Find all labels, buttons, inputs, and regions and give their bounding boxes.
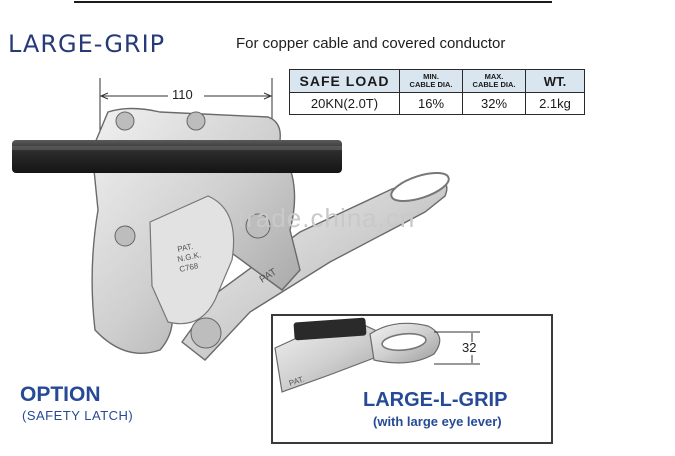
header-weight: WT. — [525, 69, 585, 93]
cell-weight: 2.1kg — [525, 92, 585, 115]
bolt-mid-right — [245, 213, 271, 239]
header-max-line2: CABLE DIA. — [472, 80, 516, 89]
clamp-marking-pat: PAT. — [177, 242, 194, 254]
bolt-top-left — [115, 111, 135, 131]
header-min-cable-dia: MIN. CABLE DIA. — [399, 69, 463, 93]
dimension-110-label: 110 — [172, 87, 193, 102]
bolt-top-right — [186, 111, 206, 131]
inset-title: LARGE-L-GRIP — [363, 389, 508, 411]
cell-min-dia: 16% — [399, 92, 463, 115]
clamp-marking-code: C768 — [179, 261, 200, 274]
watermark: trade.china.cn — [238, 203, 416, 233]
header-min-line1: MIN. — [423, 72, 439, 81]
header-safe-load: SAFE LOAD — [289, 69, 400, 93]
header-min-line2: CABLE DIA. — [409, 80, 453, 89]
top-rule — [74, 1, 552, 3]
spec-table-row: 20KN(2.0T) 16% 32% 2.1kg — [289, 92, 585, 115]
option-subtitle: (SAFETY LATCH) — [22, 408, 134, 423]
option-title: OPTION — [20, 383, 101, 406]
cell-max-dia: 32% — [462, 92, 526, 115]
header-max-cable-dia: MAX. CABLE DIA. — [462, 69, 526, 93]
inset-subtitle: (with large eye lever) — [373, 414, 502, 429]
spec-table-header-row: SAFE LOAD MIN. CABLE DIA. MAX. CABLE DIA… — [289, 69, 585, 93]
clamp-plate — [149, 195, 235, 325]
spec-table: SAFE LOAD MIN. CABLE DIA. MAX. CABLE DIA… — [289, 69, 585, 115]
header-max-line1: MAX. — [484, 72, 504, 81]
page-subtitle: For copper cable and covered conductor — [236, 35, 506, 52]
bolt-mid-left — [114, 225, 136, 247]
cell-safe-load: 20KN(2.0T) — [289, 92, 400, 115]
lever-eye — [390, 172, 450, 202]
dimension-32-label: 32 — [462, 340, 477, 355]
bolt-bottom — [190, 317, 222, 349]
cable-highlight — [12, 146, 342, 150]
page-title: LARGE-GRIP — [8, 30, 166, 58]
